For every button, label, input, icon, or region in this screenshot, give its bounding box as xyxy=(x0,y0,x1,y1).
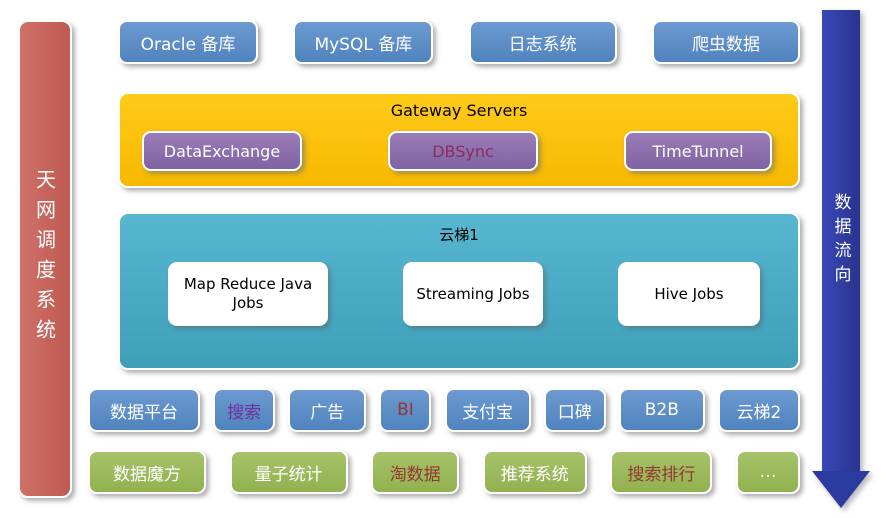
source-box-label: MySQL 备库 xyxy=(314,34,413,55)
platform-box: 广告 xyxy=(288,388,367,432)
arrow-head-icon xyxy=(812,471,870,508)
source-box-label: 日志系统 xyxy=(508,34,577,55)
product-row: 数据魔方 量子统计 淘数据 推荐系统 搜索排行 … xyxy=(88,450,800,494)
source-box: 日志系统 xyxy=(468,20,617,64)
platform-box-label: B2B xyxy=(644,400,679,420)
gateway-box-label: TimeTunnel xyxy=(652,141,744,161)
gateway-box: TimeTunnel xyxy=(624,131,772,171)
platform-box: 支付宝 xyxy=(444,388,531,432)
product-box-label: … xyxy=(759,462,777,482)
job-box-label: Map Reduce Java Jobs xyxy=(183,275,313,312)
platform-row: 数据平台 搜索 广告 BI 支付宝 口碑 B2B 云梯2 xyxy=(88,388,800,432)
source-box: MySQL 备库 xyxy=(293,20,434,64)
gateway-servers-block: Gateway Servers DataExchange DBSync Time… xyxy=(118,92,800,188)
gateway-row: DataExchange DBSync TimeTunnel xyxy=(120,120,798,171)
scheduler-bar: 天网调度系统 xyxy=(18,20,72,498)
product-box-label: 淘数据 xyxy=(389,464,441,485)
product-box-label: 推荐系统 xyxy=(500,464,569,485)
platform-box-label: 数据平台 xyxy=(110,402,178,423)
gateway-box: DBSync xyxy=(388,131,538,171)
platform-box-label: 广告 xyxy=(310,402,345,423)
yunti-cluster-block: 云梯1 Map Reduce Java Jobs Streaming Jobs … xyxy=(118,212,800,370)
platform-box-label: 支付宝 xyxy=(462,402,514,423)
platform-box: BI xyxy=(379,388,432,432)
platform-box-label: BI xyxy=(397,400,414,420)
job-box-label: Streaming Jobs xyxy=(416,284,530,303)
data-flow-label: 数据流向 xyxy=(830,193,851,289)
source-box: 爬虫数据 xyxy=(651,20,800,64)
product-box-label: 量子统计 xyxy=(254,464,323,485)
product-box: 数据魔方 xyxy=(88,450,206,494)
product-box: … xyxy=(735,450,800,494)
yunti-title: 云梯1 xyxy=(439,226,479,244)
platform-box-label: 口碑 xyxy=(557,402,592,423)
platform-box-label: 搜索 xyxy=(227,402,262,423)
product-box: 量子统计 xyxy=(229,450,348,494)
product-box-label: 数据魔方 xyxy=(113,464,181,485)
source-box-label: Oracle 备库 xyxy=(140,34,236,55)
platform-box: 口碑 xyxy=(543,388,606,432)
job-box: Hive Jobs xyxy=(618,262,760,326)
source-box: Oracle 备库 xyxy=(118,20,258,64)
gateway-box-label: DBSync xyxy=(432,141,494,161)
main-column: Oracle 备库 MySQL 备库 日志系统 爬虫数据 Gateway Ser… xyxy=(118,0,800,370)
source-box-label: 爬虫数据 xyxy=(691,34,760,55)
gateway-box-label: DataExchange xyxy=(163,141,281,161)
job-box: Streaming Jobs xyxy=(403,262,543,326)
job-box-label: Hive Jobs xyxy=(654,284,724,303)
data-flow-arrow: 数据流向 xyxy=(812,10,872,510)
platform-box: 搜索 xyxy=(213,388,276,432)
platform-box: B2B xyxy=(618,388,705,432)
job-box: Map Reduce Java Jobs xyxy=(168,262,328,326)
jobs-row: Map Reduce Java Jobs Streaming Jobs Hive… xyxy=(120,245,798,326)
gateway-box: DataExchange xyxy=(142,131,302,171)
product-box-label: 搜索排行 xyxy=(627,464,696,485)
arrow-shaft: 数据流向 xyxy=(822,10,860,472)
product-box: 淘数据 xyxy=(371,450,460,494)
product-box: 推荐系统 xyxy=(482,450,587,494)
scheduler-bar-label: 天网调度系统 xyxy=(32,169,57,349)
platform-box: 云梯2 xyxy=(717,388,800,432)
platform-box-label: 云梯2 xyxy=(736,402,782,423)
gateway-title: Gateway Servers xyxy=(390,101,528,120)
platform-box: 数据平台 xyxy=(88,388,200,432)
product-box: 搜索排行 xyxy=(610,450,713,494)
source-row: Oracle 备库 MySQL 备库 日志系统 爬虫数据 xyxy=(118,20,800,64)
